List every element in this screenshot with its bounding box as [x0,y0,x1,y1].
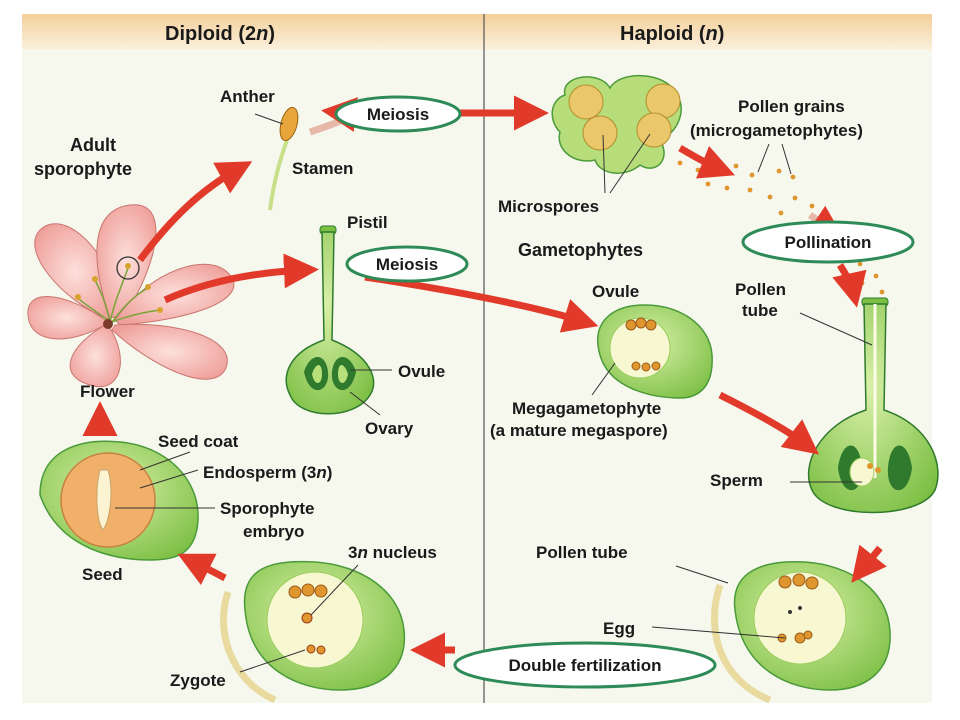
pistil-illustration [285,225,392,416]
label-sporophyte-embryo-1: Sporophyte [220,499,314,518]
label-ovule-mid: Ovule [592,282,639,301]
label-ovary: Ovary [365,419,414,438]
label-pistil: Pistil [347,213,388,232]
label-pollen-tube-bottom: Pollen tube [536,543,628,562]
label-pollen-tube-top-2: tube [742,301,778,320]
svg-text:Meiosis: Meiosis [376,255,438,274]
label-stamen: Stamen [292,159,353,178]
label-ovule-left: Ovule [398,362,445,381]
haploid-header: Haploid (n) [620,23,724,45]
pill-meiosis-top: Meiosis [334,95,462,133]
label-adult: Adult [70,135,116,155]
label-gametophytes: Gametophytes [518,240,643,260]
label-sporophyte-embryo-2: embryo [243,522,304,541]
label-flower: Flower [80,382,135,401]
label-pollen-grains-1: Pollen grains [738,97,845,116]
label-endosperm: Endosperm (3n) [203,463,332,482]
svg-text:Double fertilization: Double fertilization [509,656,662,675]
fertilized-ovule-illustration [220,560,406,704]
label-pollen-tube-top-1: Pollen [735,280,786,299]
label-sperm: Sperm [710,471,763,490]
megagametophyte-ovule-illustration [591,304,713,399]
label-microspores: Microspores [498,197,599,216]
label-pollen-grains-2: (microgametophytes) [690,121,863,140]
label-sporophyte: sporophyte [34,159,132,179]
label-seed-coat: Seed coat [158,432,239,451]
label-egg: Egg [603,619,635,638]
ovule-egg-illustration [651,561,891,704]
microspore-illustration [551,75,682,194]
pill-pollination: Pollination [741,220,915,264]
pill-meiosis-mid: Meiosis [345,245,469,283]
svg-text:Pollination: Pollination [785,233,872,252]
svg-text:Meiosis: Meiosis [367,105,429,124]
label-zygote: Zygote [170,671,226,690]
label-megagametophyte: Megagametophyte [512,399,661,418]
seed-illustration [39,440,215,561]
stamen-illustration [254,106,299,211]
header-band [22,14,932,50]
label-mature-megaspore: (a mature megaspore) [490,421,668,440]
label-seed: Seed [82,565,123,584]
anther-highlight-circle [116,256,140,280]
diploid-header: Diploid (2n) [165,23,275,45]
label-3n-nucleus: 3n nucleus [348,543,437,562]
label-anther: Anther [220,87,275,106]
pill-double-fertilization: Double fertilization [453,641,717,689]
